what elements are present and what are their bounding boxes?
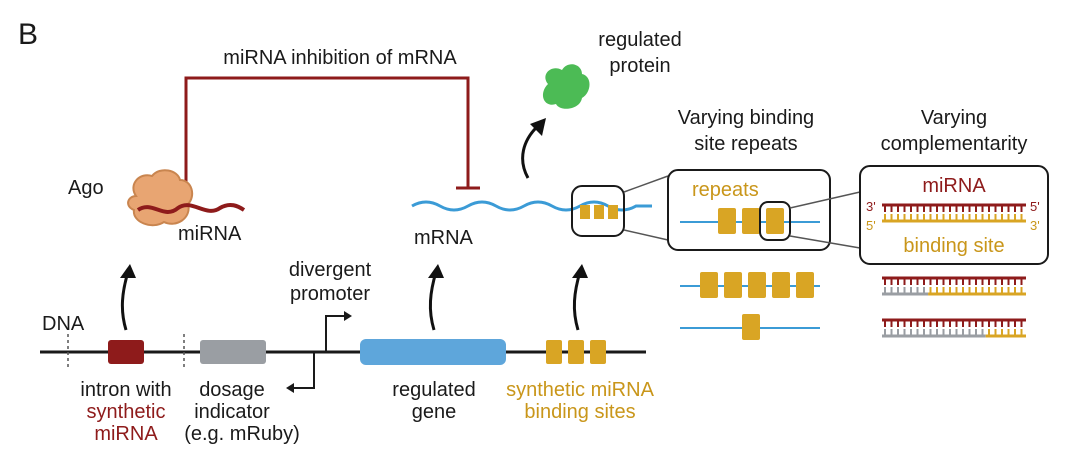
mrna-site-3 [608,205,618,219]
mrna-site-2 [594,205,604,219]
promoter-label-1: divergent [289,259,372,281]
intron-box [108,340,144,364]
arrow-to-protein [521,122,542,179]
repeat-2a [700,272,718,298]
ago-label: Ago [68,177,104,199]
repeat-3a [742,314,760,340]
intron-label-2: synthetic [87,401,166,423]
gene-label-2: gene [412,401,457,423]
arrow-sites [572,271,582,331]
comp-box [859,165,1049,265]
repeat-2d [772,272,790,298]
comp-site-5p: 5' [866,218,876,233]
dosage-box [200,340,266,364]
repeat-1a [718,208,736,234]
repeats-box [667,169,831,251]
protein-label-2: protein [609,55,670,77]
gene-box [360,339,506,365]
arrow-to-protein-head [530,118,546,136]
arrow-gene-head [428,264,444,278]
dosage-label-2: indicator [194,401,270,423]
dosage-label-3: (e.g. mRuby) [184,423,300,445]
zoom-line-bottom [623,229,669,241]
repeats-title-2: site repeats [694,133,797,155]
comp-title-2: complementarity [881,133,1028,155]
arrow-gene [428,271,438,331]
repeat-1c [766,208,784,234]
arrow-sites-head [572,264,588,278]
sites-label-2: binding sites [524,401,635,423]
inhibition-bracket [184,76,470,200]
mrna-strand [411,200,652,212]
dna-label: DNA [42,313,85,335]
repeat-2c [748,272,766,298]
arrow-intron [120,271,130,331]
zoom-line-2-top [789,191,861,209]
dosage-label-1: dosage [199,379,265,401]
protein-blob [542,64,590,109]
zoom-box-repeat [759,201,791,241]
mirna-strand [136,202,246,214]
comp-mirna-label: miRNA [922,175,986,197]
comp-binding-label: binding site [903,235,1004,257]
promoter-reverse [292,352,315,389]
comp-site-3p: 3' [1030,218,1040,233]
promoter-forward [325,315,346,352]
mirna-label: miRNA [178,223,242,245]
dna-site-2 [568,340,584,364]
complementarity-ladders [882,203,1026,338]
comp-mirna-5p: 5' [1030,199,1040,214]
inhibition-label: miRNA inhibition of mRNA [223,47,457,69]
dna-site-1 [546,340,562,364]
repeats-box-label: repeats [692,179,759,201]
promoter-label-2: promoter [290,283,370,305]
ladder-seed [882,318,1026,338]
mrna-label: mRNA [414,227,474,249]
sites-label-1: synthetic miRNA [506,379,654,401]
ladder-partial [882,276,1026,296]
comp-mirna-3p: 3' [866,199,876,214]
gene-label-1: regulated [392,379,475,401]
zoom-line-2-bottom [789,235,861,249]
ago-protein [127,169,194,227]
protein-label-1: regulated [598,29,681,51]
arrow-intron-head [120,264,136,278]
repeat-2e [796,272,814,298]
zoom-line-top [623,175,669,193]
promoter-forward-head [344,311,352,321]
intron-label-3: miRNA [94,423,158,445]
repeat-1b [742,208,760,234]
repeat-2b [724,272,742,298]
panel-label: B [18,18,38,51]
comp-title-1: Varying [921,107,987,129]
dna-site-3 [590,340,606,364]
zoom-box-small [571,185,625,237]
ladder-full [882,203,1026,223]
mrna-site-1 [580,205,590,219]
intron-label-1: intron with [80,379,171,401]
promoter-reverse-head [286,383,294,393]
repeats-title-1: Varying binding [678,107,814,129]
